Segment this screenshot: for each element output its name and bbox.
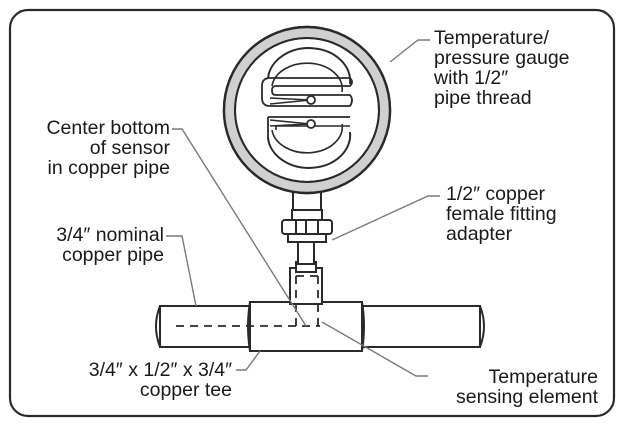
label-gauge-line2: pressure gauge: [434, 47, 570, 69]
label-element-line2: sensing element: [455, 386, 598, 408]
label-adapter-line1: 1/2″ copper: [446, 183, 546, 205]
label-sensing-element: Temperature sensing element: [456, 367, 598, 407]
pressure-gauge: [222, 25, 392, 195]
label-tee-line2: copper tee: [139, 379, 232, 401]
sensor-dashed-outline: [176, 275, 320, 327]
label-center-line2: of sensor: [89, 137, 170, 159]
label-center-bottom: Center bottom of sensor in copper pipe: [46, 118, 170, 178]
label-adapter-line3: adapter: [446, 223, 513, 245]
label-nominal-pipe: 3/4″ nominal copper pipe: [56, 225, 164, 265]
fitting-adapter: [281, 209, 333, 243]
label-center-line1: Center bottom: [46, 117, 170, 139]
label-center-line3: in copper pipe: [47, 157, 170, 179]
label-tee-line1: 3/4″ x 1/2″ x 3/4″: [88, 359, 232, 381]
label-gauge-line4: pipe thread: [434, 87, 532, 109]
label-pipe-line2: copper pipe: [62, 244, 164, 266]
leader-lines: [166, 39, 440, 377]
label-gauge-line3: with 1/2″: [434, 67, 509, 89]
label-element-line1: Temperature: [488, 366, 598, 388]
label-adapter: 1/2″ copper female fitting adapter: [446, 184, 557, 244]
label-gauge: Temperature/ pressure gauge with 1/2″ pi…: [434, 28, 570, 108]
label-adapter-line2: female fitting: [446, 203, 557, 225]
label-pipe-line1: 3/4″ nominal: [56, 224, 164, 246]
label-tee: 3/4″ x 1/2″ x 3/4″ copper tee: [89, 360, 232, 400]
label-gauge-line1: Temperature/: [434, 27, 549, 49]
